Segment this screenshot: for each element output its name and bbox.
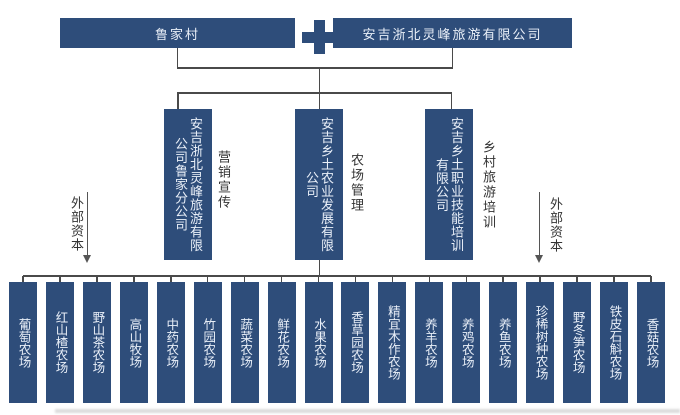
farm-box-alpine-pasture: 高山牧场 [119,275,148,403]
role-label-marketing: 营销宣传 [216,150,231,210]
farm-box-wild-tea: 野山茶农场 [82,275,111,403]
role-label-farm-management: 农场管理 [349,153,364,213]
connector-line [177,93,179,109]
farm-label: 铁皮石斛农场 [607,305,622,380]
farm-box-vegetable: 蔬菜农场 [230,275,259,403]
branch-name: 安吉乡土职业技能培训 有限公司 [434,117,464,252]
farm-box-herb-garden: 香草园农场 [341,275,370,403]
branch-name: 安吉乡土农业发展有限 公司 [304,117,334,252]
farm-box-winter-bamboo-shoot: 野冬笋农场 [563,275,592,403]
parent-company-label: 安吉浙北灵峰旅游有限公司 [362,26,543,42]
connector-line [176,67,453,69]
farm-box-mushroom: 香菇农场 [636,275,665,403]
farm-label: 珍稀树种农场 [533,305,548,380]
parent-company-box: 安吉浙北灵峰旅游有限公司 [333,18,572,48]
external-capital-label-left: 外部资本 [69,196,84,252]
farm-label: 中药农场 [164,317,179,368]
farm-box-fruit: 水果农场 [304,275,333,403]
external-capital-label-right: 外部资本 [548,197,563,253]
farm-box-herbal-medicine: 中药农场 [156,275,185,403]
farm-box-bamboo-garden: 竹园农场 [193,275,222,403]
farm-row: 葡萄农场 红山楂农场 野山茶农场 高山牧场 中药农场 竹园农场 蔬菜农场 鲜花农… [9,275,665,403]
farm-label: 野冬笋农场 [570,311,585,374]
plus-icon [302,20,336,54]
down-arrow-right-head [534,255,543,263]
farm-box-woodwork: 精宜木作农场 [378,275,407,403]
farm-label: 精宜木作农场 [385,305,400,380]
farm-label: 红山楂农场 [53,311,68,374]
down-arrow-right [538,192,540,255]
farm-label: 养鸡农场 [459,317,474,368]
farm-label: 葡萄农场 [16,317,31,368]
village-box: 鲁家村 [60,18,295,48]
farm-label: 香草园农场 [348,311,363,374]
farm-label: 野山茶农场 [90,311,105,374]
farm-box-dendrobium: 铁皮石斛农场 [600,275,628,403]
farm-box-sheep: 养羊农场 [415,275,444,403]
connector-line [451,48,453,68]
farm-label: 鲜花农场 [275,317,290,368]
connector-line [318,93,320,109]
branch-box-training-company: 安吉乡土职业技能培训 有限公司 [425,109,473,260]
farm-box-rare-trees: 珍稀树种农场 [526,275,555,403]
connector-line [318,260,320,276]
farm-label: 水果农场 [312,317,326,368]
connector-line [176,48,178,68]
role-label-rural-tourism-training: 乡村旅游培训 [481,140,496,230]
farm-bus-line [23,275,651,277]
farm-label: 养鱼农场 [496,317,511,368]
farm-box-chicken: 养鸡农场 [452,275,481,403]
down-arrow-left [86,192,88,255]
farm-box-fish: 养鱼农场 [489,275,518,403]
branch-box-lujia-subsidiary: 安吉浙北灵峰旅游有限 公司鲁家分公司 [164,109,212,260]
farm-box-flower: 鲜花农场 [267,275,296,403]
down-arrow-left-head [82,255,91,263]
farm-label: 香菇农场 [644,317,659,368]
farm-box-grape: 葡萄农场 [9,275,37,403]
farm-label: 竹园农场 [201,317,216,368]
farm-label: 高山牧场 [127,317,142,368]
branch-box-agriculture-company: 安吉乡土农业发展有限 公司 [295,109,343,260]
farm-box-red-hawthorn: 红山楂农场 [45,275,74,403]
branch-name: 安吉浙北灵峰旅游有限 公司鲁家分公司 [173,117,203,252]
bottom-divider [55,409,680,413]
farm-label: 蔬菜农场 [238,317,253,368]
farm-label: 养羊农场 [422,317,437,368]
connector-line [177,92,452,94]
connector-line [450,93,452,109]
connector-line [318,68,320,93]
village-label: 鲁家村 [154,26,200,42]
